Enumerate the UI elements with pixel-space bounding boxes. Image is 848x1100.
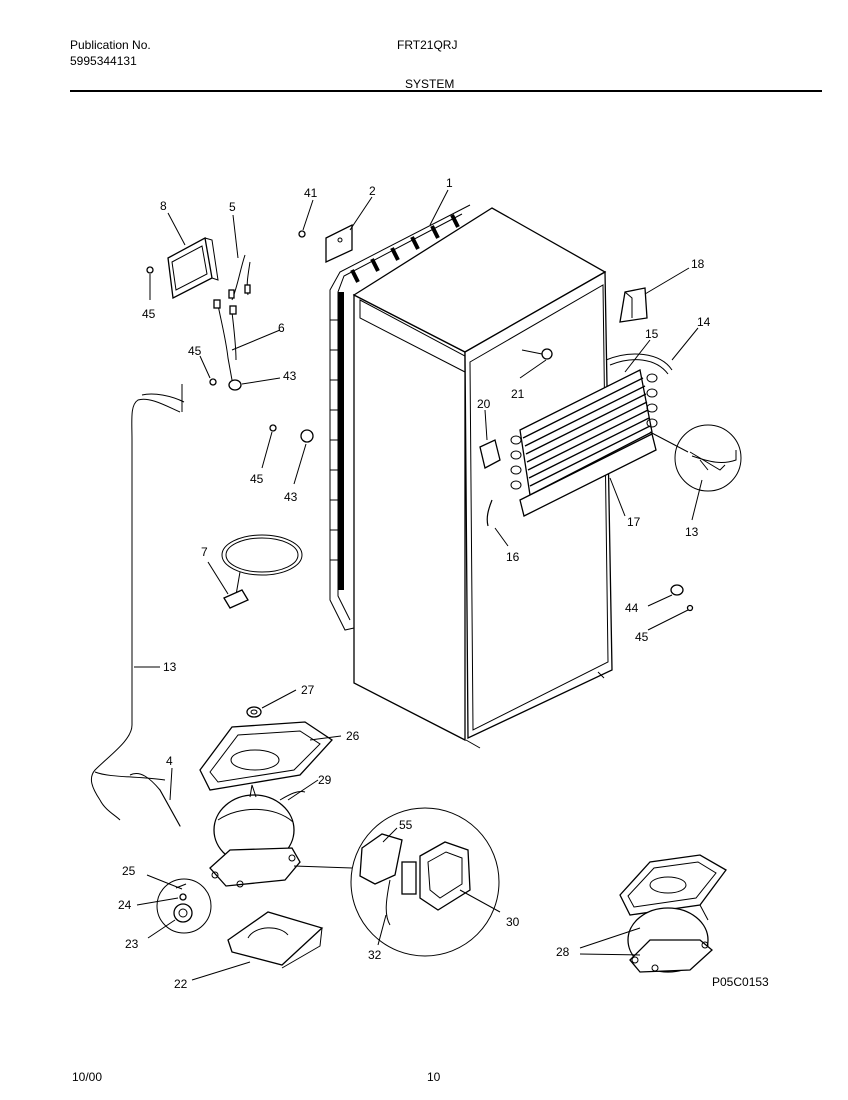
callout-27: 27 (301, 683, 315, 697)
callout-26: 26 (346, 729, 360, 743)
callout-16: 16 (506, 550, 520, 564)
model-number: FRT21QRJ (397, 38, 458, 52)
callout-45: 45 (635, 630, 649, 644)
callout-4: 4 (166, 754, 173, 768)
callout-55: 55 (399, 818, 413, 832)
page-number: 10 (427, 1070, 441, 1084)
callout-22: 22 (174, 977, 188, 991)
callout-8: 8 (160, 199, 167, 213)
header-rule (70, 90, 822, 92)
callout-5: 5 (229, 200, 236, 214)
callout-6: 6 (278, 321, 285, 335)
parts-upper-left (146, 223, 353, 443)
callout-13: 13 (685, 525, 699, 539)
callout-25: 25 (122, 864, 136, 878)
callout-41: 41 (304, 186, 318, 200)
callout-24: 24 (118, 898, 132, 912)
section-title: SYSTEM (405, 77, 455, 91)
callout-18: 18 (691, 257, 705, 271)
callout-43: 43 (283, 369, 297, 383)
footer-date: 10/00 (72, 1070, 103, 1084)
callout-32: 32 (368, 948, 382, 962)
callout-2: 2 (369, 184, 376, 198)
callout-43: 43 (284, 490, 298, 504)
callout-45: 45 (142, 307, 156, 321)
tubing-left (90, 384, 185, 821)
callout-13: 13 (163, 660, 177, 674)
figure-code: P05C0153 (712, 975, 769, 989)
callout-45: 45 (250, 472, 264, 486)
condenser-coil (329, 204, 471, 631)
callout-14: 14 (697, 315, 711, 329)
callout-1: 1 (446, 176, 453, 190)
callouts: 1 2 41 8 5 45 6 45 43 45 43 18 14 15 21 … (118, 176, 769, 991)
leader-lines (134, 189, 703, 981)
callout-29: 29 (318, 773, 332, 787)
callout-20: 20 (477, 397, 491, 411)
publication-label: Publication No. (70, 38, 151, 52)
callout-15: 15 (645, 327, 659, 341)
publication-number: 5995344131 (70, 54, 137, 68)
callout-28: 28 (556, 945, 570, 959)
callout-7: 7 (201, 545, 208, 559)
callout-21: 21 (511, 387, 525, 401)
evaporator (479, 287, 742, 612)
callout-30: 30 (506, 915, 520, 929)
callout-17: 17 (627, 515, 641, 529)
callout-44: 44 (625, 601, 639, 615)
compressor-inset (619, 854, 727, 973)
callout-23: 23 (125, 937, 139, 951)
power-cord (221, 534, 303, 609)
compressor-assembly (129, 706, 500, 969)
callout-45: 45 (188, 344, 202, 358)
